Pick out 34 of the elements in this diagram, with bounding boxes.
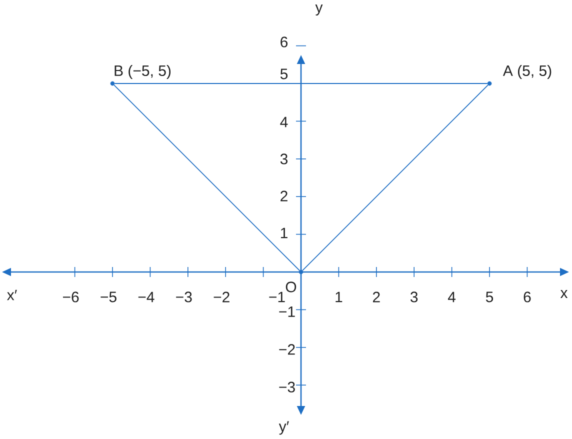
axis-label: y xyxy=(315,4,323,16)
point xyxy=(487,81,492,86)
tick-label: 3 xyxy=(410,292,418,302)
point xyxy=(110,81,115,86)
tick-label: −5 xyxy=(100,292,116,302)
point-label: A (5, 5) xyxy=(502,65,552,79)
tick-label: 4 xyxy=(448,292,456,302)
axis-label: x xyxy=(560,290,568,298)
tick-label: −2 xyxy=(279,344,295,355)
tick-label: 6 xyxy=(524,292,531,302)
tick-label: 5 xyxy=(280,68,288,80)
tick-label: 3 xyxy=(280,154,288,164)
triangle-side xyxy=(114,84,300,271)
tick-label: −1 xyxy=(279,306,295,317)
tick-label: −2 xyxy=(214,292,230,302)
tick-label: 1 xyxy=(280,228,288,238)
triangle-side xyxy=(114,83,488,84)
tick-label: −3 xyxy=(279,382,295,392)
triangle-side xyxy=(302,84,488,271)
axis-label: y′ xyxy=(278,421,289,435)
tick-label: −6 xyxy=(63,292,79,302)
tick-label: 2 xyxy=(280,190,288,202)
tick-label: 5 xyxy=(486,292,494,302)
axis-label: x′ xyxy=(7,290,17,300)
tick-label: −4 xyxy=(138,292,154,302)
tick-label: 1 xyxy=(336,292,342,302)
point-label: B (−5, 5) xyxy=(114,65,171,79)
tick-label: 2 xyxy=(373,292,380,302)
point xyxy=(298,270,304,274)
tick-label: −3 xyxy=(176,292,192,302)
tick-label: 4 xyxy=(280,116,288,128)
tick-label: −1 xyxy=(269,292,285,302)
point-label: O xyxy=(286,282,296,292)
tick-label: 6 xyxy=(280,36,288,48)
